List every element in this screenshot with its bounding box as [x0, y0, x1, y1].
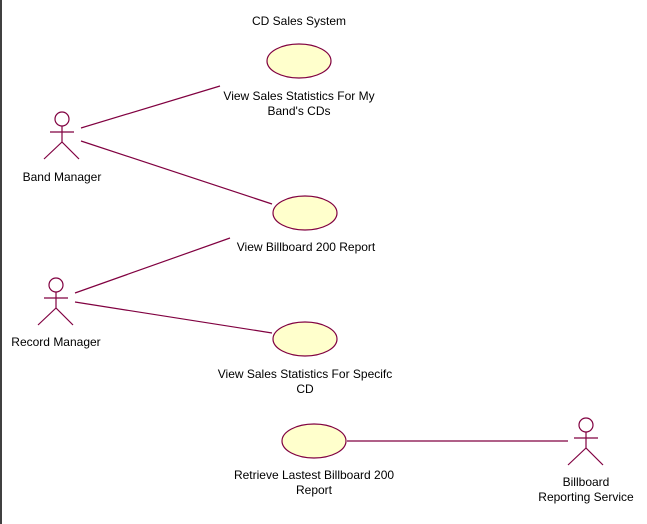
use-case-label: View Sales Statistics For My Band's CDs [223, 89, 375, 118]
association-line[interactable] [80, 140, 273, 205]
actor-head-icon [578, 417, 594, 433]
use-case-label: View Billboard 200 Report [236, 240, 376, 254]
actor-leg-icon [585, 447, 604, 466]
actor-leg-icon [55, 307, 74, 326]
actor-label: Band Manager [22, 170, 102, 184]
actor-billboard-reporting-service[interactable] [567, 417, 604, 466]
actor-record-manager[interactable] [37, 277, 74, 326]
use-case-view-band-stats[interactable] [266, 43, 332, 79]
actor-head-icon [48, 277, 64, 293]
use-case-retrieve-billboard-report[interactable] [281, 423, 347, 459]
association-line[interactable] [74, 301, 273, 334]
actor-leg-icon [43, 141, 63, 160]
association-line[interactable] [80, 85, 221, 129]
actor-band-manager[interactable] [43, 111, 80, 160]
actor-leg-icon [567, 447, 587, 466]
actor-leg-icon [37, 307, 57, 326]
association-line[interactable] [74, 237, 231, 294]
use-case-view-cd-stats[interactable] [272, 321, 338, 357]
diagram-title: CD Sales System [251, 14, 347, 28]
use-case-view-billboard-report[interactable] [272, 195, 338, 231]
actor-label: Billboard Reporting Service [538, 475, 634, 504]
actor-label: Record Manager [11, 335, 101, 349]
use-case-label: Retrieve Lastest Billboard 200 Report [233, 468, 395, 497]
use-case-label: View Sales Statistics For Specifc CD [217, 367, 393, 396]
actor-head-icon [54, 111, 70, 127]
actor-leg-icon [61, 141, 80, 160]
